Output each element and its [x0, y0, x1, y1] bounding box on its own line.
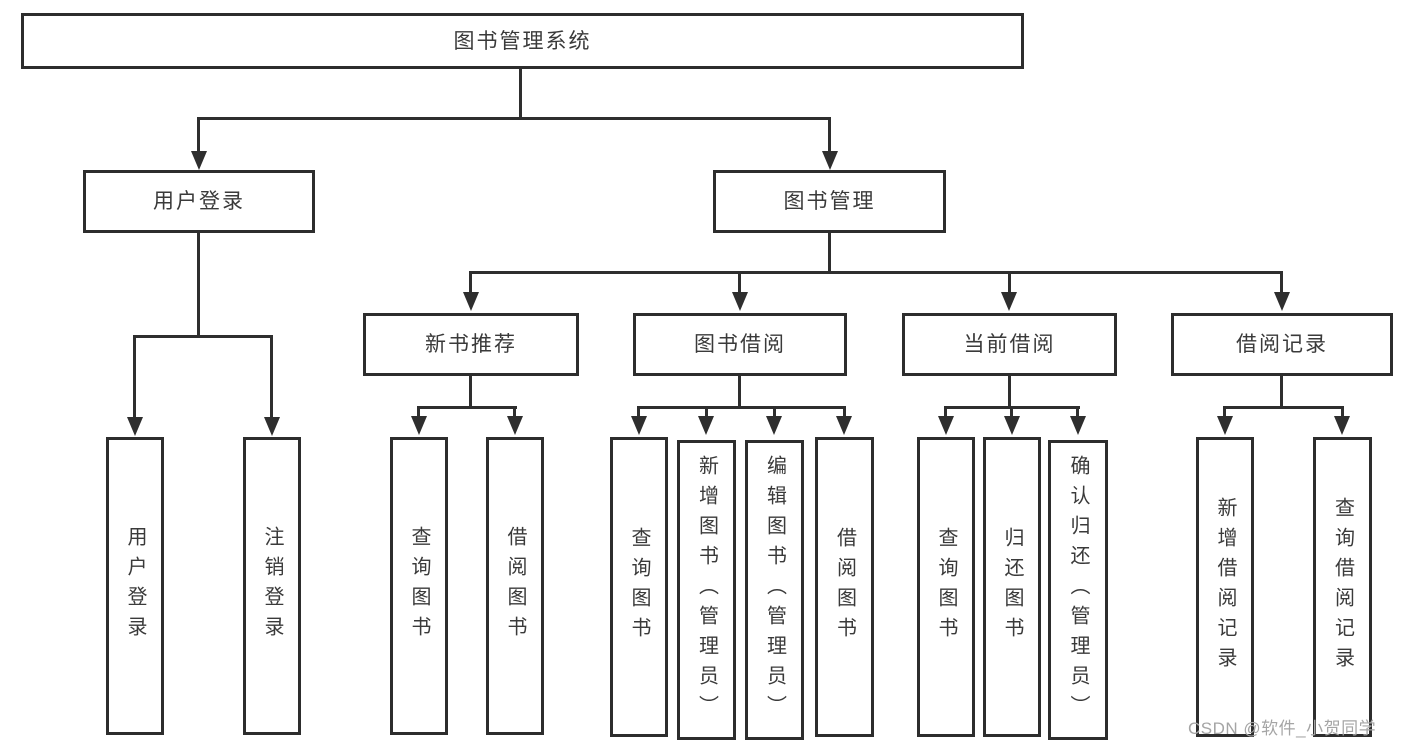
arrow-down-icon	[631, 416, 647, 435]
node-label: 借阅图书	[833, 527, 856, 647]
node-user-login: 用户登录	[83, 170, 315, 233]
arrow-down-icon	[732, 292, 748, 311]
node-label: 用户登录	[153, 190, 245, 213]
node-label: 归还图书	[1001, 527, 1023, 647]
csdn-watermark: CSDN @软件_小贺同学	[1188, 719, 1377, 738]
leaf-confirm-return-admin: 确认归还（管理员）	[1048, 440, 1108, 740]
connector-line	[133, 335, 273, 338]
node-library-management-system: 图书管理系统	[21, 13, 1024, 69]
connector-line	[469, 271, 1283, 274]
arrow-down-icon	[698, 416, 714, 435]
connector-line	[843, 406, 846, 419]
arrow-down-icon	[822, 151, 838, 170]
arrow-down-icon	[938, 416, 954, 435]
arrow-down-icon	[1004, 416, 1020, 435]
node-label: 新书推荐	[425, 333, 517, 356]
connector-line	[513, 406, 516, 419]
leaf-borrow-books-recommend: 借阅图书	[486, 437, 544, 735]
node-borrow-records: 借阅记录	[1171, 313, 1393, 376]
connector-line	[1008, 271, 1011, 295]
leaf-add-borrow-record: 新增借阅记录	[1196, 437, 1254, 737]
node-label: 确认归还（管理员）	[1067, 455, 1089, 725]
connector-line	[1280, 376, 1283, 409]
connector-line	[1223, 406, 1226, 419]
connector-line	[637, 406, 845, 409]
connector-line	[1341, 406, 1344, 419]
leaf-logout: 注销登录	[243, 437, 301, 735]
leaf-user-login: 用户登录	[106, 437, 164, 735]
node-label: 查询借阅记录	[1331, 497, 1354, 677]
node-label: 借阅图书	[504, 526, 526, 646]
leaf-borrow-books: 借阅图书	[815, 437, 874, 737]
connector-line	[197, 233, 200, 338]
arrow-down-icon	[191, 151, 207, 170]
connector-line	[828, 117, 831, 155]
connector-line	[773, 406, 776, 419]
node-label: 查询图书	[628, 527, 650, 647]
node-book-management: 图书管理	[713, 170, 946, 233]
connector-line	[197, 117, 831, 120]
node-new-book-recommend: 新书推荐	[363, 313, 579, 376]
arrow-down-icon	[836, 416, 852, 435]
node-label: 借阅记录	[1236, 333, 1328, 356]
node-label: 注销登录	[261, 526, 283, 646]
node-book-borrow: 图书借阅	[633, 313, 847, 376]
arrow-down-icon	[127, 417, 143, 436]
arrow-down-icon	[1070, 416, 1086, 435]
connector-line	[1280, 271, 1283, 295]
leaf-query-borrow-record: 查询借阅记录	[1313, 437, 1372, 737]
connector-line	[519, 69, 522, 118]
node-label: 新增借阅记录	[1214, 497, 1236, 677]
leaf-query-books-recommend: 查询图书	[390, 437, 448, 735]
leaf-edit-book-admin: 编辑图书（管理员）	[745, 440, 804, 740]
connector-line	[197, 117, 200, 155]
connector-line	[1223, 406, 1344, 409]
leaf-query-books-current: 查询图书	[917, 437, 975, 737]
connector-line	[133, 335, 136, 419]
arrow-down-icon	[411, 416, 427, 435]
node-label: 查询图书	[935, 527, 957, 647]
arrow-down-icon	[1001, 292, 1017, 311]
connector-line	[417, 406, 420, 419]
node-label: 图书借阅	[694, 333, 786, 356]
connector-line	[1008, 376, 1011, 409]
connector-line	[738, 376, 741, 409]
arrow-down-icon	[463, 292, 479, 311]
connector-line	[469, 376, 472, 409]
arrow-down-icon	[507, 416, 523, 435]
leaf-add-book-admin: 新增图书（管理员）	[677, 440, 736, 740]
connector-line	[417, 406, 517, 409]
connector-line	[1010, 406, 1013, 419]
node-current-borrow: 当前借阅	[902, 313, 1117, 376]
node-label: 图书管理系统	[453, 29, 592, 53]
connector-line	[738, 271, 741, 295]
arrow-down-icon	[1334, 416, 1350, 435]
arrow-down-icon	[766, 416, 782, 435]
leaf-query-books-borrow: 查询图书	[610, 437, 668, 737]
leaf-return-books: 归还图书	[983, 437, 1041, 737]
arrow-down-icon	[1274, 292, 1290, 311]
connector-line	[828, 233, 831, 274]
arrow-down-icon	[1217, 416, 1233, 435]
connector-line	[944, 406, 947, 419]
connector-line	[1076, 406, 1079, 419]
node-label: 图书管理	[783, 190, 876, 213]
node-label: 新增图书（管理员）	[695, 455, 718, 725]
node-label: 查询图书	[408, 526, 430, 646]
node-label: 用户登录	[124, 526, 146, 646]
connector-line	[469, 271, 472, 295]
arrow-down-icon	[264, 417, 280, 436]
connector-line	[637, 406, 640, 419]
connector-line	[705, 406, 708, 419]
node-label: 当前借阅	[963, 333, 1056, 356]
node-label: 编辑图书（管理员）	[763, 455, 786, 725]
connector-line	[270, 335, 273, 419]
